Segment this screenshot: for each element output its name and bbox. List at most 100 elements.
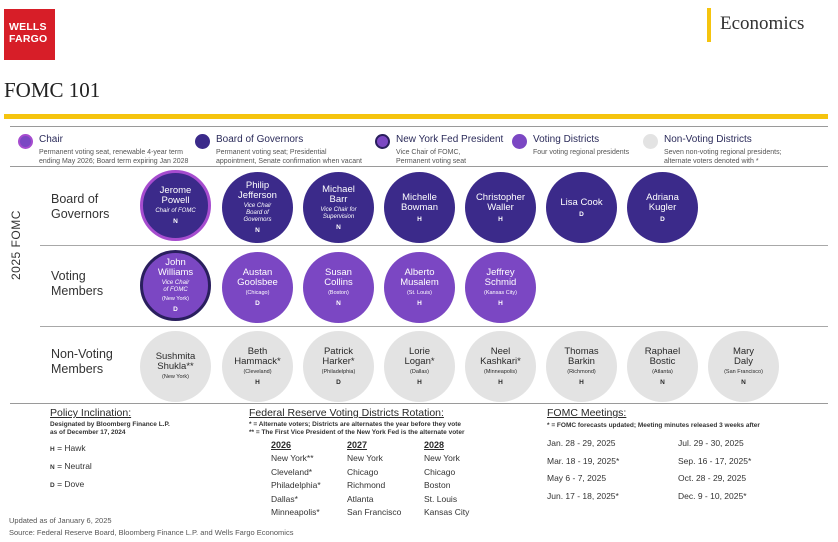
row-divider — [40, 326, 828, 327]
policy-inclination: H — [498, 379, 503, 386]
policy-inclination: D — [336, 379, 341, 386]
member-district: (Richmond) — [567, 369, 596, 375]
member-name: Logan* — [404, 356, 435, 367]
member-card-powell: Jerome Powell Chair of FOMC N — [140, 170, 211, 241]
member-district: (New York) — [162, 374, 189, 380]
policy-inclination: N — [660, 379, 665, 386]
policy-inclination: N — [255, 227, 260, 234]
policy-inclination: H — [417, 379, 422, 386]
policy-inclination: H — [498, 300, 503, 307]
member-card-cook: Lisa Cook D — [546, 172, 617, 243]
member-district: (Boston) — [328, 290, 349, 296]
wells-fargo-logo: WELLS FARGO — [4, 9, 55, 60]
source-note: Source: Federal Reserve Board, Bloomberg… — [9, 528, 294, 537]
logo-line1: WELLS — [9, 21, 47, 33]
member-name: Goolsbee — [237, 277, 278, 288]
member-name: Michael — [322, 183, 355, 195]
fomc-year-label: 2025 FOMC — [9, 210, 23, 280]
member-name: Christopher — [475, 191, 526, 203]
key-dove: D = Dove — [50, 479, 85, 489]
member-name: Lisa Cook — [560, 196, 603, 208]
key-hawk: H = Hawk — [50, 443, 86, 453]
rotation-year-2026: 2026 New York** Cleveland* Philadelphia*… — [271, 440, 321, 517]
policy-title: Policy Inclination: — [50, 407, 132, 419]
member-name: Austan — [242, 267, 273, 278]
member-card-kugler: Adriana Kugler D — [627, 172, 698, 243]
member-name: Kashkari* — [480, 356, 521, 367]
members-bottom-rule — [10, 403, 828, 404]
member-name: Thomas — [564, 346, 599, 357]
member-role: Chair of FOMC — [155, 208, 196, 214]
legend-name: Voting Districts — [533, 134, 600, 145]
member-card-collins: Susan Collins (Boston) N — [303, 252, 374, 323]
member-card-kashkari: Neel Kashkari* (Minneapolis) H — [465, 331, 536, 402]
member-name: Hammack* — [234, 356, 281, 367]
member-name: Williams — [157, 267, 194, 278]
member-name: Beth — [247, 346, 268, 357]
policy-inclination: H — [498, 215, 503, 223]
title-divider — [4, 114, 828, 119]
legend-desc: Permanent voting seat, renewable 4-year … — [39, 149, 189, 165]
meetings-note: * = FOMC forecasts updated; Meeting minu… — [547, 422, 760, 429]
member-district: (St. Louis) — [406, 290, 433, 296]
legend-name: Chair — [39, 134, 63, 145]
policy-inclination: H — [255, 379, 260, 386]
member-card-barkin: Thomas Barkin (Richmond) H — [546, 331, 617, 402]
legend-name: Non-Voting Districts — [664, 134, 752, 145]
member-district: (Dallas) — [410, 369, 429, 375]
member-name: Musalem — [400, 277, 439, 288]
member-card-waller: Christopher Waller H — [465, 172, 536, 243]
member-name: Sushmita — [155, 351, 196, 362]
legend-desc: Four voting regional presidents — [533, 149, 630, 156]
member-name: Philip — [245, 180, 270, 191]
member-name: Barkin — [568, 356, 595, 367]
member-card-bostic: Raphael Bostic (Atlanta) N — [627, 331, 698, 402]
member-card-logan: Lorie Logan* (Dallas) H — [384, 331, 455, 402]
member-name: Collins — [324, 277, 353, 288]
rotation-year-2028: 2028 New York Chicago Boston St. Louis K… — [424, 440, 470, 517]
voting-swatch-icon — [512, 134, 527, 149]
member-name: Bostic — [649, 356, 676, 367]
member-district: (San Francisco) — [724, 369, 763, 375]
policy-inclination: D — [660, 215, 665, 223]
member-district: (Atlanta) — [652, 369, 673, 375]
rotation-note: * = Alternate voters; Districts are alte… — [249, 421, 465, 436]
member-name: Lorie — [408, 346, 431, 357]
policy-inclination: N — [741, 379, 746, 386]
legend-desc: Vice Chair of FOMC,Permanent voting seat — [396, 149, 467, 165]
member-name: Bowman — [401, 201, 438, 213]
legend-top-rule — [10, 126, 828, 127]
member-name: Michelle — [402, 191, 437, 203]
member-district: (New York) — [162, 296, 189, 302]
logo-line2: FARGO — [9, 33, 48, 45]
board-swatch-icon — [195, 134, 210, 149]
member-district: (Chicago) — [245, 290, 270, 296]
member-district: (Philadelphia) — [321, 369, 356, 375]
member-district: (Cleveland) — [243, 369, 272, 375]
nyfed-swatch-icon — [375, 134, 390, 149]
legend-name: Board of Governors — [216, 134, 304, 145]
member-name: John — [165, 257, 186, 268]
section-label: Economics — [720, 13, 805, 34]
member-card-bowman: Michelle Bowman H — [384, 172, 455, 243]
member-name: Harker* — [322, 356, 355, 367]
section-accent-bar — [707, 8, 711, 42]
member-card-musalem: Alberto Musalem (St. Louis) H — [384, 252, 455, 323]
row-divider — [40, 245, 828, 246]
member-name: Patrick — [323, 346, 354, 357]
member-name: Shukla** — [157, 361, 194, 372]
nonvoting-swatch-icon — [643, 134, 658, 149]
meetings-left-col: Jan. 28 - 29, 2025 Mar. 18 - 19, 2025* M… — [547, 438, 620, 501]
legend-name: New York Fed President — [396, 134, 504, 145]
legend-bottom-rule — [10, 166, 828, 167]
member-name: Daly — [733, 356, 753, 367]
member-card-goolsbee: Austan Goolsbee (Chicago) D — [222, 252, 293, 323]
meetings-right-col: Jul. 29 - 30, 2025 Sep. 16 - 17, 2025* O… — [678, 438, 752, 501]
legend-desc: Seven non-voting regional presidents;alt… — [664, 149, 782, 165]
member-name: Jefferson — [238, 190, 277, 201]
